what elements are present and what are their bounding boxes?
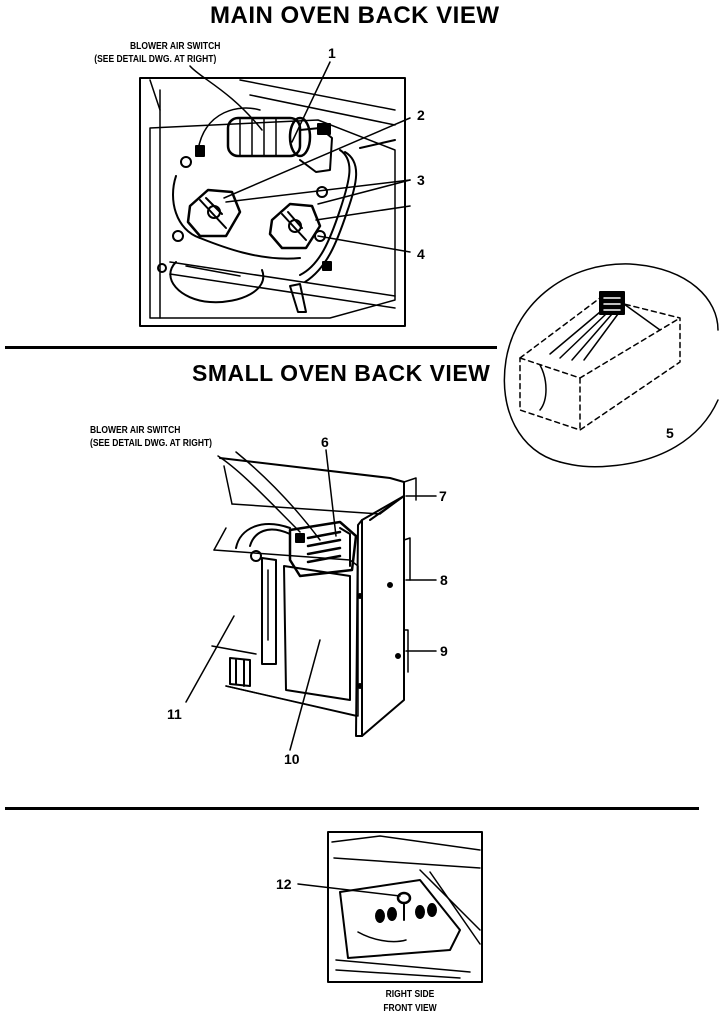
blower-switch-detail: [503, 263, 719, 468]
callout-1: 1: [328, 45, 336, 61]
small-blower-label: BLOWER AIR SWITCH (SEE DETAIL DWG. AT RI…: [90, 424, 212, 450]
main-blower-label: BLOWER AIR SWITCH (SEE DETAIL DWG. AT RI…: [94, 40, 221, 66]
callout-12: 12: [276, 876, 292, 892]
side-view-caption: RIGHT SIDE FRONT VIEW: [369, 988, 451, 1016]
side-view-illustration: [297, 831, 483, 983]
small-oven-illustration: [211, 457, 417, 737]
callout-7: 7: [439, 488, 447, 504]
callout-9: 9: [440, 643, 448, 659]
side-view-caption-line2: FRONT VIEW: [383, 1003, 437, 1014]
callout-6: 6: [321, 434, 329, 450]
small-oven-title: SMALL OVEN BACK VIEW: [192, 360, 491, 386]
main-blower-label-line1: BLOWER AIR SWITCH: [130, 41, 221, 52]
small-blower-label-line2: (SEE DETAIL DWG. AT RIGHT): [90, 438, 212, 449]
main-oven-illustration: [139, 77, 406, 327]
callout-2: 2: [417, 107, 425, 123]
small-leader-lines: [185, 449, 437, 751]
callout-8: 8: [440, 572, 448, 588]
callout-3: 3: [417, 172, 425, 188]
main-oven-title: MAIN OVEN BACK VIEW: [210, 2, 500, 29]
side-view-caption-line1: RIGHT SIDE: [385, 989, 435, 1000]
callout-4: 4: [417, 246, 425, 262]
small-blower-label-line1: BLOWER AIR SWITCH: [90, 425, 181, 436]
callout-5: 5: [666, 425, 674, 441]
main-blower-label-line2: (SEE DETAIL DWG. AT RIGHT): [94, 54, 217, 65]
main-leader-lines: [189, 61, 411, 253]
section-divider-top: [5, 346, 497, 349]
section-divider-bottom: [5, 807, 699, 810]
callout-10: 10: [284, 751, 300, 767]
callout-11: 11: [167, 706, 182, 722]
